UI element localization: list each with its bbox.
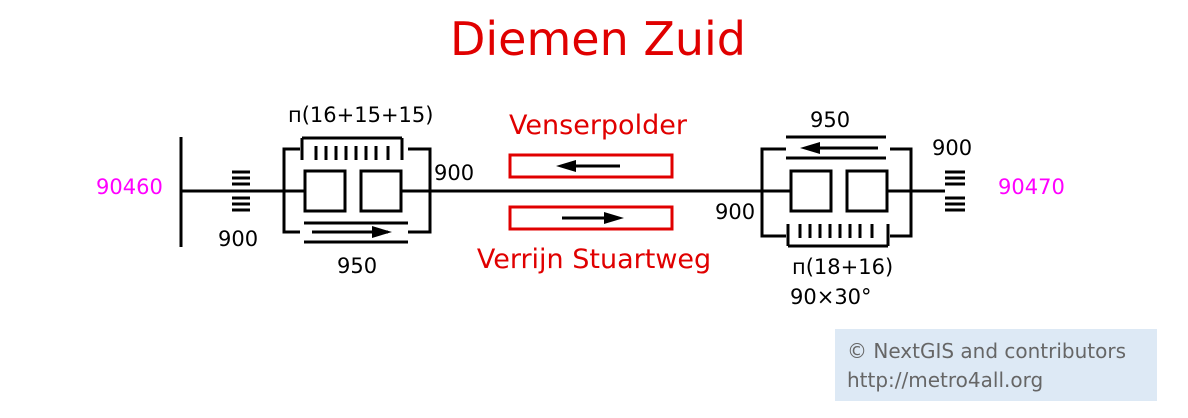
right-ramp-width: 950 xyxy=(810,108,850,132)
direction-bottom[interactable]: Verrijn Stuartweg xyxy=(477,244,711,275)
left-booth-1 xyxy=(303,169,347,213)
direction-top[interactable]: Venserpolder xyxy=(509,110,688,141)
left-booth-2 xyxy=(359,169,403,213)
right-stairs-icon xyxy=(945,170,965,212)
left-passage-width: 900 xyxy=(434,161,474,185)
right-stair-width: 900 xyxy=(932,136,972,160)
left-stairs-icon xyxy=(232,170,250,212)
credit-box: © NextGIS and contributors http://metro4… xyxy=(835,329,1157,401)
left-top-doors: п(16+15+15) xyxy=(288,103,433,127)
right-booth-2 xyxy=(845,169,889,213)
right-stair-code[interactable]: 90470 xyxy=(998,175,1065,199)
left-door-width: 900 xyxy=(218,227,258,251)
right-turnstiles-icon xyxy=(786,224,890,248)
left-stair-code[interactable]: 90460 xyxy=(96,175,163,199)
right-ramp-arrow-icon xyxy=(786,135,886,160)
station-title: Diemen Zuid xyxy=(450,12,746,66)
right-bottom-doors: п(18+16) xyxy=(792,255,893,279)
right-lobby-walls xyxy=(760,147,913,238)
left-lobby-walls xyxy=(282,147,432,234)
right-passage-width: 900 xyxy=(715,200,755,224)
left-turnstiles-icon xyxy=(300,136,404,160)
right-booth-1 xyxy=(789,169,833,213)
left-ramp-arrow-icon xyxy=(304,221,408,244)
left-ramp-width: 950 xyxy=(337,254,377,278)
right-angle: 90×30° xyxy=(790,285,872,309)
credit-link[interactable]: http://metro4all.org xyxy=(847,368,1044,392)
arrow-left-icon xyxy=(556,160,620,172)
credit-line-1: © NextGIS and contributors xyxy=(847,339,1127,363)
arrow-right-icon xyxy=(562,212,624,224)
